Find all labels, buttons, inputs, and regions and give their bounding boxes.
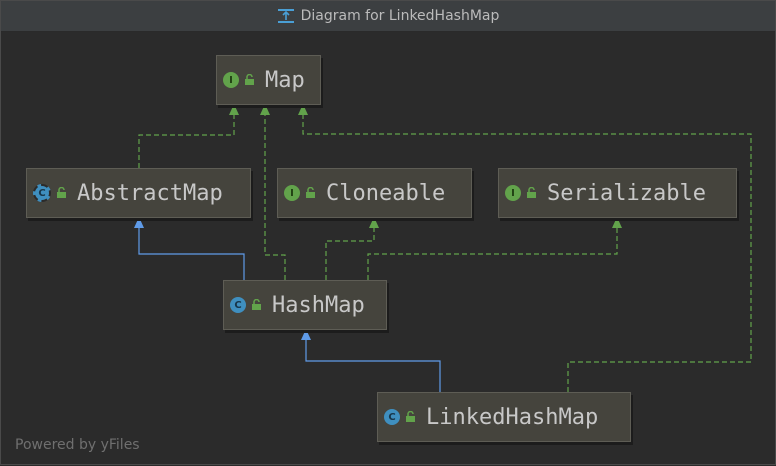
node-map[interactable]: I Map: [216, 55, 321, 105]
node-label: Cloneable: [326, 180, 446, 206]
edge-linkedhashmap-implements-map: [302, 111, 752, 392]
node-linked-hash-map[interactable]: C LinkedHashMap: [377, 392, 631, 442]
interface-icon: I: [284, 185, 300, 201]
powered-by-footer: Powered by yFiles: [15, 437, 140, 453]
edge-hashmap-extends-abstractmap: [138, 223, 245, 280]
edge-hashmap-implements-serializable: [367, 223, 618, 280]
node-label: LinkedHashMap: [426, 404, 599, 430]
node-abstract-map[interactable]: C AbstractMap: [26, 168, 251, 218]
edge-hashmap-implements-cloneable: [325, 223, 375, 280]
interface-icon: I: [223, 72, 239, 88]
unlocked-icon: [57, 187, 66, 198]
relation-edges: [134, 104, 752, 392]
class-icon: C: [384, 409, 400, 425]
interface-icon: I: [505, 185, 521, 201]
arrowhead-serializable: [612, 217, 622, 228]
class-icon: C: [230, 297, 246, 313]
arrowhead-map-1: [229, 104, 239, 115]
node-label: AbstractMap: [77, 180, 223, 206]
arrowhead-cloneable: [369, 217, 379, 228]
node-serializable[interactable]: I Serializable: [498, 168, 737, 218]
node-hash-map[interactable]: C HashMap: [223, 280, 387, 330]
node-label: HashMap: [272, 292, 365, 318]
arrowhead-hashmap: [301, 329, 311, 340]
edge-abstractmap-implements-map: [138, 111, 235, 168]
diagram-canvas[interactable]: I Map C AbstractMap I Cloneable: [1, 32, 776, 466]
node-label: Serializable: [547, 180, 706, 206]
arrowhead-abstractmap: [134, 217, 144, 228]
edge-hashmap-implements-map: [264, 111, 286, 280]
unlocked-icon: [527, 187, 536, 198]
unlocked-icon: [252, 299, 261, 310]
abstract-class-icon: C: [33, 184, 51, 202]
node-cloneable[interactable]: I Cloneable: [277, 168, 472, 218]
arrowhead-map-2: [260, 104, 270, 115]
title-bar: Diagram for LinkedHashMap: [1, 1, 775, 32]
unlocked-icon: [245, 74, 254, 85]
unlocked-icon: [406, 411, 415, 422]
node-label: Map: [265, 67, 305, 93]
window-title: Diagram for LinkedHashMap: [300, 8, 500, 24]
unlocked-icon: [306, 187, 315, 198]
arrowhead-map-3: [298, 104, 308, 115]
diagram-icon: [277, 9, 294, 23]
edge-linkedhashmap-extends-hashmap: [305, 335, 441, 392]
